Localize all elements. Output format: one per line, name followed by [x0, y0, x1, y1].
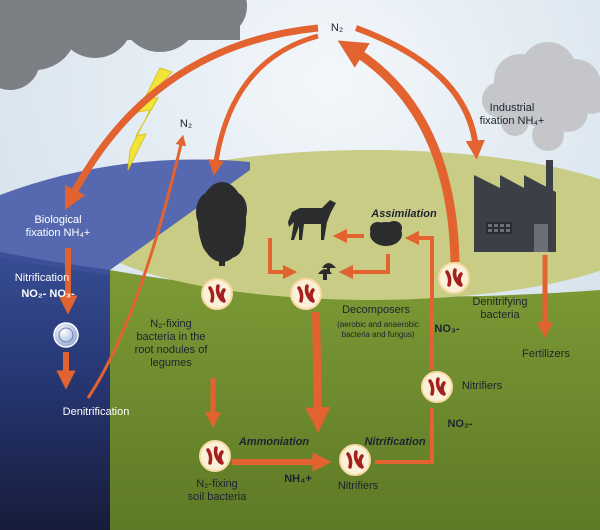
no2-no3-label: NO₂- NO₃- [21, 288, 75, 300]
arrow-denitrification-to-n2 [86, 134, 187, 399]
industrial-fixation-label: Industrial fixation NH₄+ [479, 102, 545, 127]
factory-icon [474, 160, 556, 252]
arrow-denitrifying-to-n2 [337, 40, 460, 263]
bacteria-icon [199, 440, 231, 472]
nitrification-left-label: Nitrification [14, 272, 70, 284]
bacteria-icon [201, 278, 233, 310]
smoke-icon [482, 42, 600, 151]
denitrification-label: Denitrification [62, 406, 130, 418]
tree-icon [196, 182, 247, 266]
nitrification-bottom-label: Nitrification [364, 436, 426, 448]
bacteria-icon [339, 444, 371, 476]
water-side [0, 200, 110, 530]
water-edge [0, 252, 110, 275]
mushroom-icon [318, 263, 336, 280]
fertilizers-label: Fertilizers [522, 348, 570, 360]
n2-left-label: N₂ [179, 118, 193, 130]
no3-label: NO₃- [434, 323, 460, 335]
water-top [0, 159, 250, 270]
decomposers-sub-label: (aerobic and anaerobic bacteria and fung… [337, 320, 419, 339]
algae-icon [53, 322, 79, 348]
n2-fixing-soil-label: N₂-fixing soil bacteria [187, 478, 247, 503]
no2-label: NO₂- [447, 418, 473, 430]
cloud-icon [0, 0, 247, 90]
arrow-n2-to-biological [64, 24, 319, 210]
arrow-nitrifiers-to-no2 [375, 408, 434, 464]
nitrifiers-right-label: Nitrifiers [461, 380, 503, 392]
decomposers-label: Decomposers [342, 304, 410, 316]
arrow-n2-to-industrial [354, 25, 485, 160]
arrow-decomposers-down [304, 311, 331, 433]
ammoniation-label: Ammoniation [238, 436, 310, 448]
nitrifiers-bottom-label: Nitrifiers [337, 480, 379, 492]
bacteria-icon [421, 371, 453, 403]
n2-top-label: N₂ [330, 22, 344, 34]
horse-icon [288, 200, 336, 240]
bacteria-icon [290, 278, 322, 310]
arrow-no3-to-shrub [404, 230, 434, 370]
n2-fixing-root-label: N₂-fixing bacteria in the root nodules o… [134, 318, 208, 369]
arrow-horse-to-decomposers [268, 238, 298, 280]
arrow-n2-to-tree [208, 33, 319, 176]
shrub-icon [370, 221, 402, 246]
arrow-shrub-to-decomposers [338, 254, 390, 280]
bacteria-icon [438, 262, 470, 294]
biological-fixation-label: Biological fixation NH₄+ [25, 214, 91, 239]
nh4-label: NH₄+ [284, 473, 312, 485]
denitrifying-bacteria-label: Denitrifying bacteria [472, 296, 528, 321]
assimilation-label: Assimilation [371, 208, 437, 220]
